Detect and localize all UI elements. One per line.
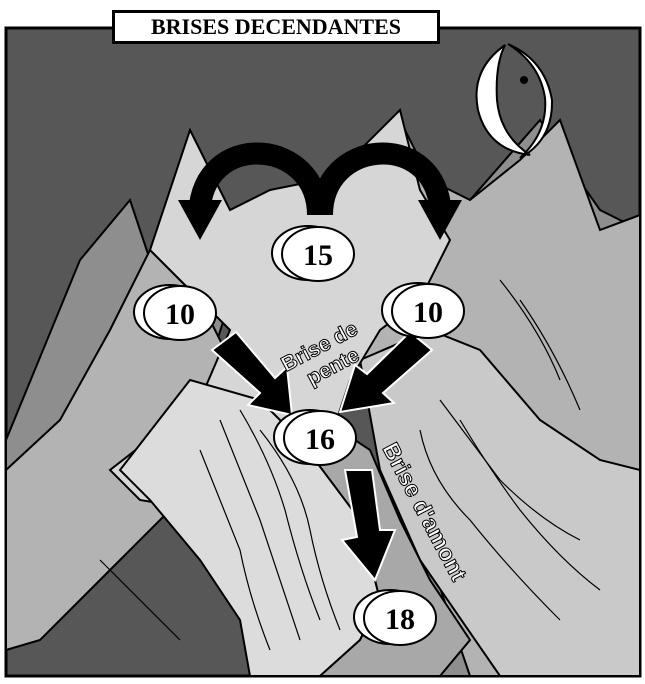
title-box: BRISES DECENDANTES — [112, 10, 440, 44]
temperature-summit: 15 — [303, 239, 333, 272]
temperature-valley-junction: 16 — [305, 423, 335, 456]
temperature-left-slope: 10 — [165, 298, 195, 331]
temperature-disc-left: 10 — [134, 285, 216, 340]
temperature-valley-bottom: 18 — [385, 603, 415, 636]
temperature-right-slope: 10 — [413, 296, 443, 329]
page-title: BRISES DECENDANTES — [151, 14, 401, 40]
temperature-disc-bottom: 18 — [354, 590, 436, 645]
temperature-disc-junction: 16 — [274, 410, 356, 465]
temperature-disc-right: 10 — [382, 283, 464, 338]
temperature-disc-summit: 15 — [272, 226, 354, 281]
